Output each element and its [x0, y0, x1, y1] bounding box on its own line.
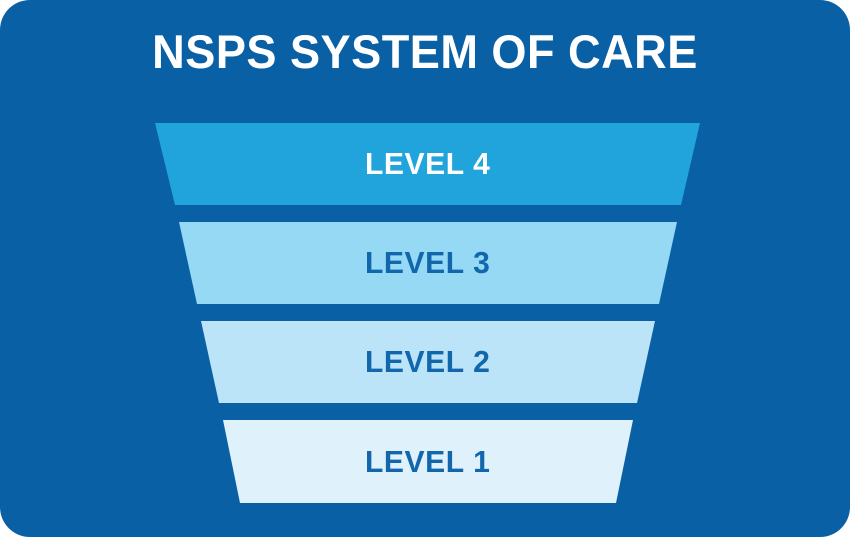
funnel-level-label: LEVEL 2 — [365, 344, 491, 379]
funnel-level-shape — [201, 321, 655, 403]
funnel-level-shape — [179, 222, 677, 304]
funnel-level-label: LEVEL 4 — [364, 146, 491, 181]
funnel-level-label: LEVEL 1 — [365, 443, 491, 479]
funnel-level-shape — [155, 123, 700, 205]
funnel-level-label: LEVEL 3 — [365, 245, 491, 280]
funnel-level-2[interactable]: LEVEL 2 — [201, 321, 655, 403]
page-title: NSPS SYSTEM OF CARE — [152, 25, 698, 78]
funnel-level-1[interactable]: LEVEL 1 — [223, 420, 633, 503]
funnel-level-3[interactable]: LEVEL 3 — [179, 222, 677, 304]
funnel-level-shape — [223, 420, 633, 503]
funnel-level-4[interactable]: LEVEL 4 — [155, 123, 700, 205]
